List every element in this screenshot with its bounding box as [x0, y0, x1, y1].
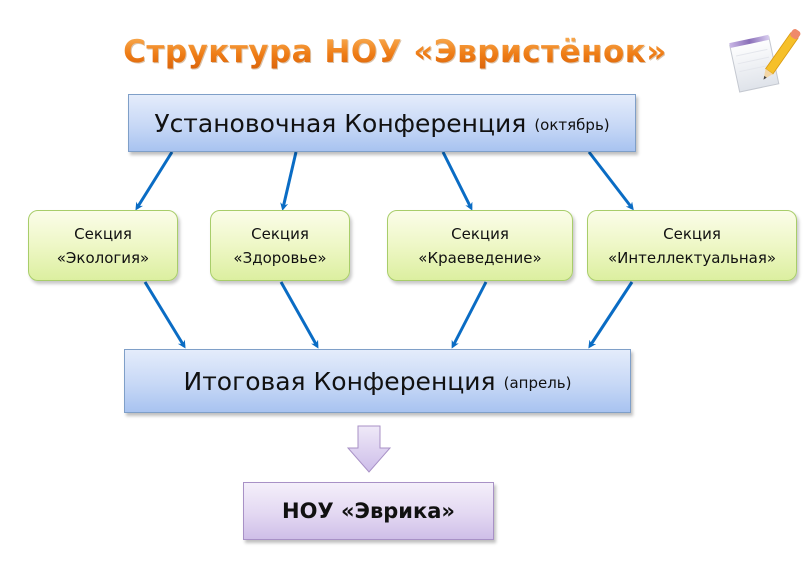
section-ecology: Секция «Экология» — [28, 210, 178, 281]
setup-conference-label: Установочная Конференция — [154, 108, 527, 138]
section-local-history: Секция «Краеведение» — [387, 210, 573, 281]
nou-evrika-label: НОУ «Эврика» — [282, 499, 455, 523]
connector-arrow — [279, 281, 319, 349]
setup-conference-note: (октябрь) — [534, 116, 610, 134]
setup-conference-box: Установочная Конференция (октябрь) — [128, 94, 636, 152]
section-title: Секция — [451, 224, 509, 243]
connector-arrow — [143, 281, 186, 349]
section-name: «Экология» — [56, 248, 150, 267]
section-title: Секция — [74, 224, 132, 243]
final-conference-box: Итоговая Конференция (апрель) — [124, 349, 631, 413]
connector-arrow — [441, 151, 473, 211]
connector-arrow — [280, 151, 298, 211]
down-block-arrow — [346, 425, 392, 473]
section-name: «Интеллектуальная» — [607, 248, 777, 267]
connector-arrow — [587, 151, 634, 211]
section-title: Секция — [663, 224, 721, 243]
section-intellectual: Секция «Интеллектуальная» — [587, 210, 797, 281]
connector-arrow — [451, 281, 488, 349]
section-name: «Здоровье» — [233, 248, 327, 267]
section-title: Секция — [251, 224, 309, 243]
notepad-pencil-icon — [729, 29, 801, 93]
connector-arrow — [588, 281, 634, 349]
final-conference-note: (апрель) — [503, 374, 572, 392]
final-conference-label: Итоговая Конференция — [183, 366, 496, 396]
section-health: Секция «Здоровье» — [210, 210, 350, 281]
nou-evrika-box: НОУ «Эврика» — [243, 482, 494, 540]
connector-arrow — [135, 151, 174, 211]
section-name: «Краеведение» — [418, 248, 542, 267]
page-title: Структура НОУ «Эвристёнок» — [0, 34, 790, 70]
